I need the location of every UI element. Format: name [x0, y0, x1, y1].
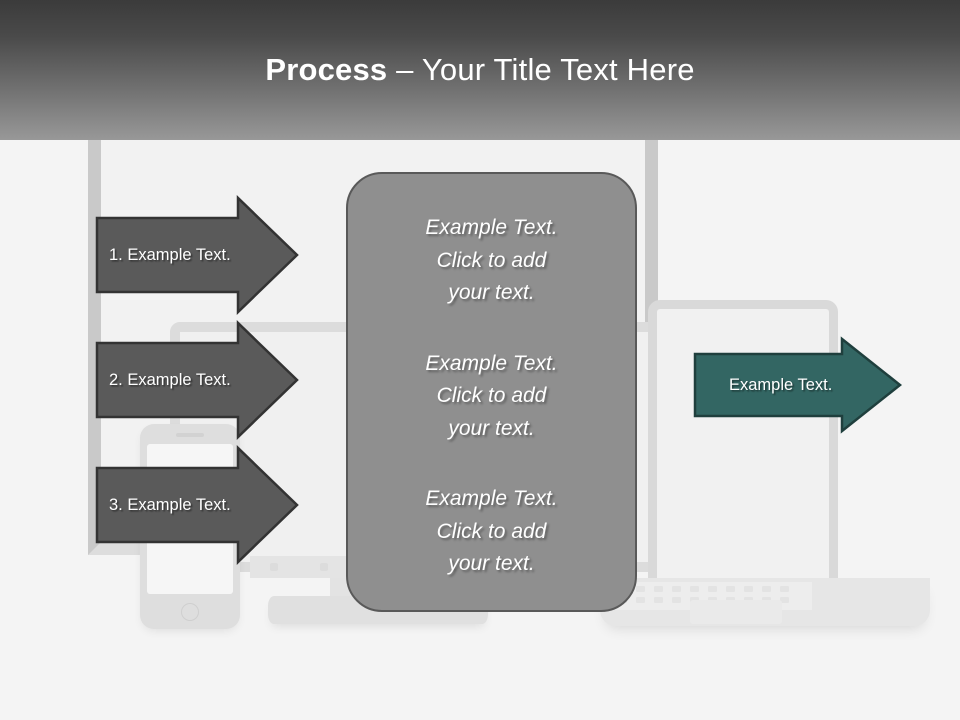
step-arrow-2-label: 2. Example Text. — [109, 370, 231, 389]
step-arrow-3[interactable]: 3. Example Text. — [95, 445, 299, 565]
step-arrow-1[interactable]: 1. Example Text. — [95, 195, 299, 315]
result-arrow-label: Example Text. — [729, 375, 833, 394]
laptop-trackpad — [690, 600, 782, 624]
panel-text-block-1[interactable]: Example Text. Click to add your text. — [425, 216, 558, 304]
step-arrow-3-label: 3. Example Text. — [109, 495, 231, 514]
panel-text-block-3[interactable]: Example Text. Click to add your text. — [425, 487, 558, 575]
center-content-panel[interactable]: Example Text. Click to add your text. Ex… — [346, 172, 637, 612]
page-title-rest: – Your Title Text Here — [387, 52, 695, 87]
step-arrow-2[interactable]: 2. Example Text. — [95, 320, 299, 440]
step-arrow-1-label: 1. Example Text. — [109, 245, 231, 264]
phone-speaker — [176, 433, 204, 437]
result-arrow[interactable]: Example Text. — [693, 336, 903, 434]
page-title-strong: Process — [265, 52, 388, 87]
phone-home-button-icon — [181, 603, 199, 621]
slide-header-bar: Process – Your Title Text Here — [0, 0, 960, 140]
page-title: Process – Your Title Text Here — [0, 50, 960, 90]
panel-text-block-2[interactable]: Example Text. Click to add your text. — [425, 351, 558, 440]
arrow-right-shape-icon — [95, 445, 299, 565]
arrow-right-shape-icon — [693, 336, 903, 434]
arrow-right-shape-icon — [95, 195, 299, 315]
arrow-right-shape-icon — [95, 320, 299, 440]
